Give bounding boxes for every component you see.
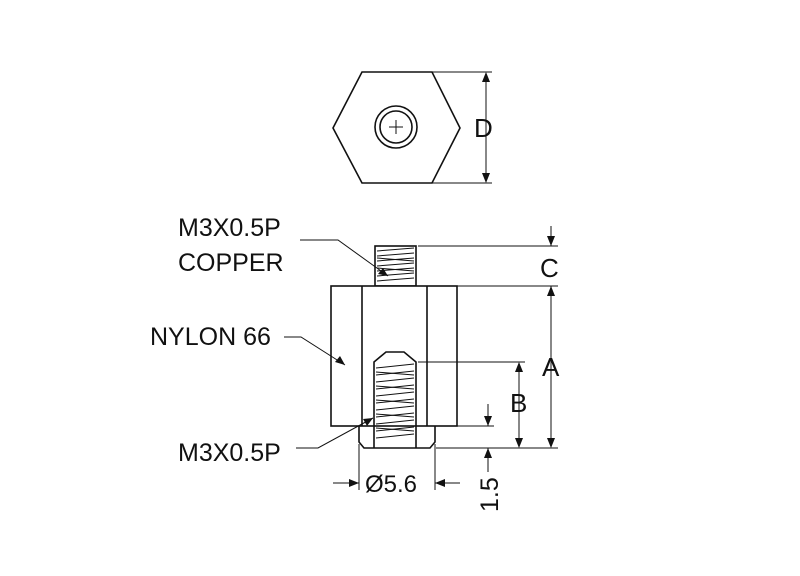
hex-outline xyxy=(332,71,461,184)
dimension-a-label: A xyxy=(542,352,560,382)
top-material-label: COPPER xyxy=(178,249,284,277)
bottom-thread-label: M3X0.5P xyxy=(178,439,281,467)
dimension-b: B xyxy=(510,362,527,448)
bottom-flange xyxy=(358,426,436,449)
male-thread-stud xyxy=(374,245,417,287)
dimension-c: C xyxy=(540,226,559,300)
top-thread-label: M3X0.5P xyxy=(178,214,281,242)
leader-body-material: NYLON 66 xyxy=(150,323,346,366)
dimension-d-label: D xyxy=(474,113,493,143)
female-thread xyxy=(373,351,417,448)
hex-top-view xyxy=(332,71,461,184)
hole-outer-circle xyxy=(374,105,418,149)
hex-body xyxy=(330,285,458,427)
dimension-diameter-label: Ø5.6 xyxy=(365,471,417,498)
dimension-d: D xyxy=(432,71,493,184)
leader-top-thread: M3X0.5P COPPER xyxy=(178,214,389,277)
hole-inner-circle xyxy=(379,110,413,144)
body-material-label: NYLON 66 xyxy=(150,323,271,351)
dimension-diameter: Ø5.6 xyxy=(333,444,460,498)
standoff-side-view xyxy=(330,245,458,449)
dimension-flange: 1.5 xyxy=(476,404,504,512)
dimension-flange-label: 1.5 xyxy=(476,477,504,512)
dimension-b-label: B xyxy=(510,388,527,418)
dimension-c-label: C xyxy=(540,253,559,283)
leader-bottom-thread: M3X0.5P xyxy=(178,417,374,467)
dimension-a: A xyxy=(542,286,560,448)
